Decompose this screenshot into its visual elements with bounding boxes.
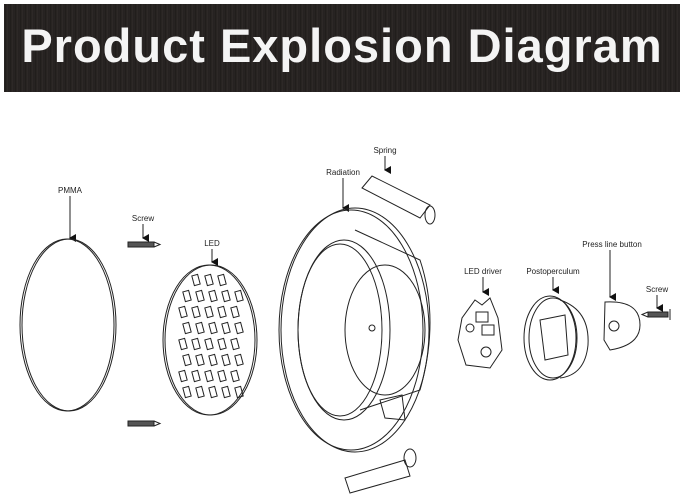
led-chip [208, 321, 218, 335]
screw-left-top [127, 241, 162, 248]
led-chip [217, 369, 227, 383]
led-chip [182, 289, 192, 303]
led-board [162, 264, 258, 416]
postoperculum [523, 295, 589, 381]
led-chip [230, 305, 240, 319]
led-chip [195, 353, 205, 367]
led-chip [234, 321, 244, 335]
callout-arrows [69, 156, 663, 312]
radiation-housing [278, 207, 431, 453]
led-chip [204, 273, 214, 287]
led-chip [182, 353, 192, 367]
led-chip [234, 353, 244, 367]
led-chip [178, 337, 188, 351]
label-led: LED [204, 239, 220, 248]
led-chip [217, 337, 227, 351]
led-chip [191, 273, 201, 287]
page-title: Product Explosion Diagram [21, 19, 663, 72]
led-chip [221, 321, 231, 335]
led-chip [182, 385, 192, 399]
led-chip [217, 305, 227, 319]
spring-top [361, 175, 436, 225]
led-chip [178, 369, 188, 383]
led-chip [208, 385, 218, 399]
label-radiation: Radiation [326, 168, 360, 177]
led-chip [208, 289, 218, 303]
pmma-lens [19, 238, 117, 412]
led-driver [457, 297, 503, 369]
led-chip [230, 369, 240, 383]
led-chip [195, 289, 205, 303]
label-press-line-button: Press line button [582, 240, 642, 249]
led-chip [182, 321, 192, 335]
label-spring: Spring [373, 146, 397, 155]
led-chip [230, 337, 240, 351]
label-led-driver: LED driver [464, 267, 502, 276]
led-chip [195, 385, 205, 399]
led-chip [191, 305, 201, 319]
led-chip [208, 353, 218, 367]
led-chip [234, 385, 244, 399]
led-chip [221, 353, 231, 367]
led-chip [204, 369, 214, 383]
led-chip [217, 273, 227, 287]
screw-left-bottom [127, 420, 162, 427]
label-postoperculum: Postoperculum [526, 267, 580, 276]
led-chip [221, 385, 231, 399]
led-chip [234, 289, 244, 303]
led-chip [178, 305, 188, 319]
led-chip [204, 305, 214, 319]
led-chip [195, 321, 205, 335]
label-screw-right: Screw [645, 285, 669, 294]
led-chip [221, 289, 231, 303]
led-chip [191, 337, 201, 351]
label-screw-left: Screw [131, 214, 155, 223]
press-line-button [603, 301, 641, 351]
led-chip [191, 369, 201, 383]
led-chip [204, 337, 214, 351]
spring-bottom [344, 448, 417, 494]
label-pmma: PMMA [58, 186, 82, 195]
screw-right [640, 309, 671, 320]
title-banner: Product Explosion Diagram [4, 4, 680, 92]
